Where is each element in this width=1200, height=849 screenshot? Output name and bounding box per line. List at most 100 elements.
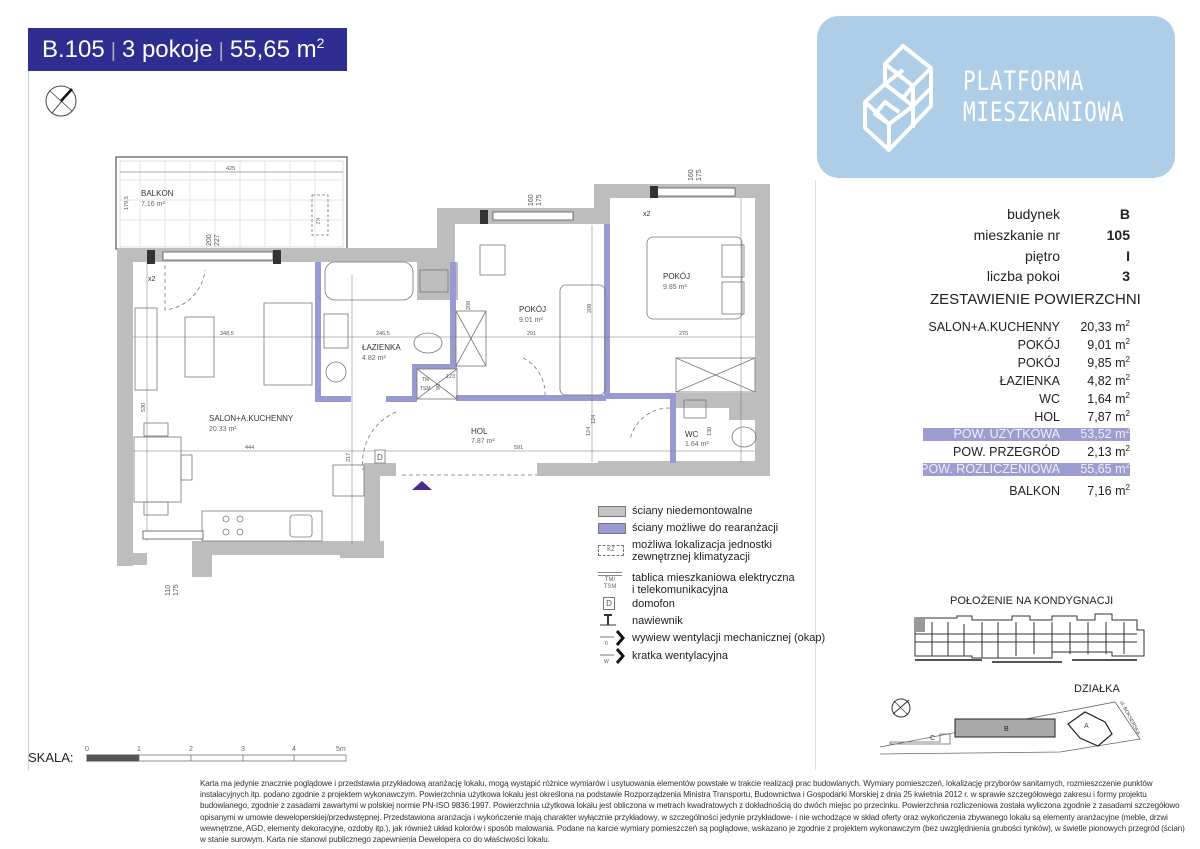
area-label: SALON+A.KUCHENNY: [928, 320, 1060, 334]
svg-text:POKÓJ: POKÓJ: [519, 305, 546, 314]
area-label: WC: [1039, 392, 1060, 406]
area-value: 9,01 m2: [1087, 336, 1130, 352]
dimension-labels: 425 179,5 200 227 160 175 160 175 348,5 …: [124, 166, 713, 596]
areas-title: ZESTAWIENIE POWIERZCHNI: [930, 291, 1141, 308]
tm-label: TM: [422, 377, 429, 383]
area-value: 1,64 m2: [1087, 390, 1130, 406]
svg-text:124: 124: [586, 427, 592, 436]
svg-text:9.01 m²: 9.01 m²: [519, 317, 543, 324]
building-label: B: [1004, 726, 1009, 733]
electric-panel-icon: TM/TSM: [598, 572, 622, 591]
legend-text: kratka wentylacyjna: [632, 650, 728, 662]
door-swings: [164, 265, 671, 476]
info-label: budynek: [1007, 206, 1060, 222]
intercom-symbol: D: [377, 453, 383, 462]
fridge: [332, 464, 365, 497]
svg-text:4.82 m²: 4.82 m²: [362, 355, 386, 362]
scale-tick: 3: [241, 746, 245, 753]
usable-area-label: POW. UŻYTKOWA: [953, 427, 1060, 441]
stove-icon: [222, 515, 244, 536]
disclaimer-text: Karta ma jedynie znacznie poglądowe i pr…: [200, 779, 1185, 845]
svg-text:175: 175: [173, 584, 180, 596]
svg-text:BALKON: BALKON: [141, 189, 174, 198]
svg-text:7.87 m²: 7.87 m²: [471, 438, 495, 445]
building-b: [954, 718, 1056, 738]
svg-text:217: 217: [346, 453, 352, 462]
window-count: x2: [148, 276, 156, 283]
double-bed: [646, 236, 743, 320]
intercom-icon: D: [603, 597, 615, 610]
apartment-area: 55,65 m: [229, 36, 317, 63]
logo-text: PLATFORMA MIESZKANIOWA: [963, 66, 1125, 128]
area-value: 9,85 m2: [1087, 354, 1130, 370]
movable-walls: [315, 224, 676, 463]
info-label: piętro: [1024, 248, 1060, 264]
movable-wall-swatch: [598, 523, 626, 534]
air-inlet-icon: [600, 614, 616, 626]
scale-tick: 1: [137, 746, 141, 753]
tsm-closet: [416, 368, 458, 400]
vent-grille-symbol: W: [604, 659, 609, 665]
apartment-location-marker: [915, 618, 925, 632]
svg-text:208: 208: [466, 301, 472, 310]
svg-text:179,5: 179,5: [124, 196, 130, 210]
area-label: HOL: [1034, 410, 1060, 424]
scale-tick: 4: [292, 746, 296, 753]
dining-table: [133, 436, 182, 503]
usable-area-value: 53,52 m2: [1080, 425, 1130, 441]
svg-text:7,16 m²: 7,16 m²: [141, 201, 165, 208]
coffee-table: [184, 316, 215, 378]
air-inlet-icons: [147, 186, 658, 264]
info-value: 3: [1122, 268, 1130, 284]
info-label: liczba pokoi: [986, 268, 1060, 284]
info-value: 105: [1106, 227, 1130, 243]
svg-text:175: 175: [696, 169, 703, 181]
floor-position-plan: [914, 613, 1145, 663]
area-label: POKÓJ: [1017, 356, 1060, 370]
shower-cabinet: [455, 310, 487, 367]
billing-area-value: 55,65 m2: [1080, 460, 1130, 476]
area-unit-sup: 2: [316, 35, 325, 51]
area-label: POKÓJ: [1017, 338, 1060, 352]
window-count: x2: [643, 211, 651, 218]
svg-text:ŁAZIENKA: ŁAZIENKA: [362, 343, 401, 352]
tsm-label: TSM: [420, 386, 431, 392]
svg-text:530: 530: [141, 403, 147, 412]
area-value: 20,33 m2: [1080, 318, 1130, 334]
wc-basin: [683, 399, 707, 419]
svg-text:20.33 m²: 20.33 m²: [209, 426, 237, 433]
bathtub: [324, 261, 414, 301]
svg-text:425: 425: [226, 166, 235, 172]
svg-text:227: 227: [214, 234, 221, 246]
svg-text:348,5: 348,5: [220, 331, 234, 337]
svg-text:208: 208: [587, 304, 593, 313]
apartment-code: B.105: [42, 36, 105, 63]
logo-cubes-icon: [863, 44, 933, 152]
svg-text:291: 291: [527, 331, 536, 337]
info-label: mieszkanie nr: [973, 227, 1060, 243]
kitchen-sink: [289, 514, 313, 538]
legend-text: ściany możliwe do rearanżacji: [632, 522, 779, 534]
washing-machine: [325, 361, 347, 383]
intercom-icon: [374, 449, 386, 464]
electric-panel-symbol: TM/TSM: [603, 577, 617, 590]
furniture: [133, 236, 757, 542]
street-label: ul. BOKSERSKA: [1118, 700, 1141, 737]
entrance-marker: [412, 481, 432, 490]
legend-text: wywiew wentylacji mechanicznej (okap): [632, 632, 826, 644]
svg-text:160: 160: [528, 194, 535, 206]
svg-text:9.85 m²: 9.85 m²: [663, 284, 687, 291]
vent-grille-icon: [600, 648, 625, 664]
washbasin: [323, 313, 349, 349]
ac-unit-icon: KZ: [598, 545, 624, 556]
logo-line-1: PLATFORMA: [963, 66, 1085, 97]
compass-icon: [45, 85, 77, 117]
scale-label: SKALA:: [28, 750, 74, 765]
svg-text:90: 90: [436, 384, 442, 390]
svg-text:HOL: HOL: [471, 427, 488, 436]
ventilation-icons: 0 W: [600, 630, 625, 665]
frame-right-line: [815, 180, 816, 770]
exhaust-symbol: 0: [605, 641, 608, 647]
